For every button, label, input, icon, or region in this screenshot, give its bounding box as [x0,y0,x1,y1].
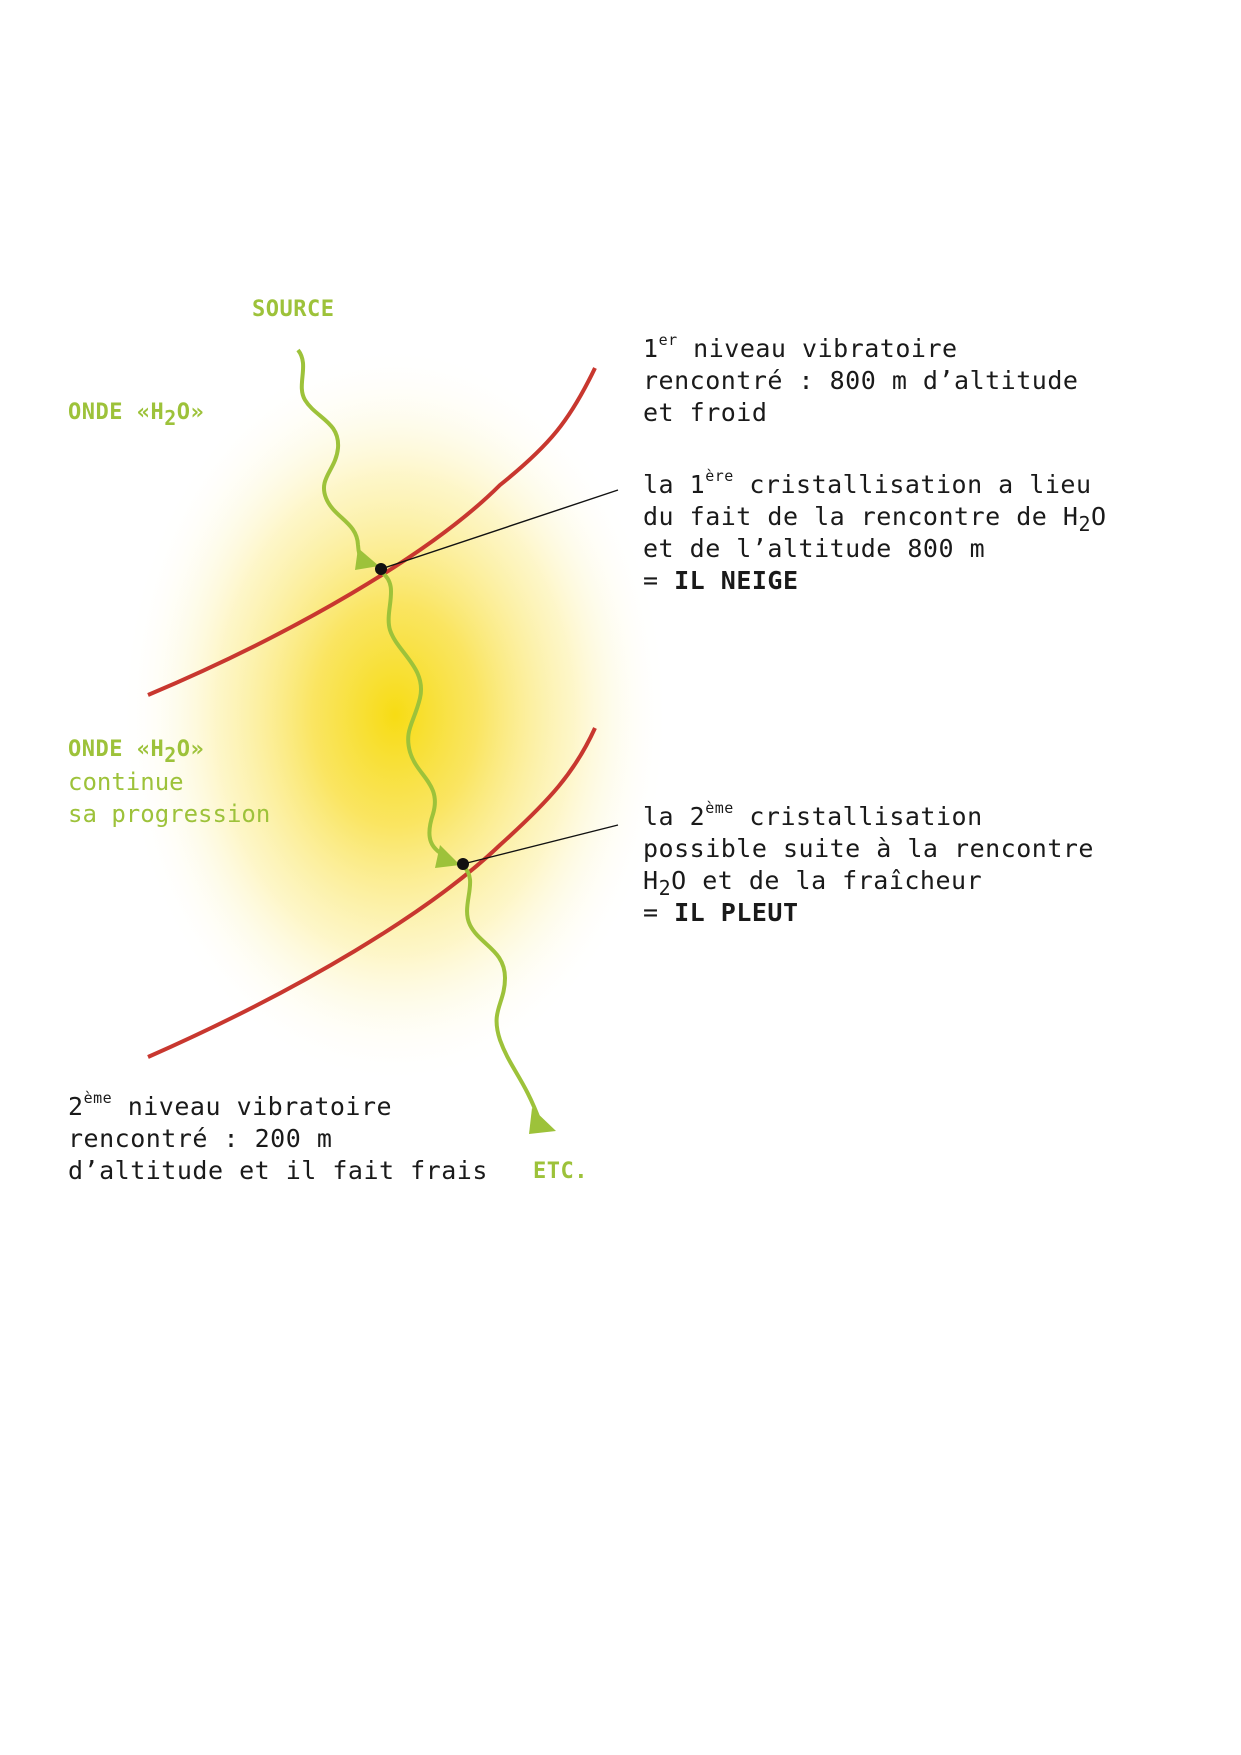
first-level-caption: 1er niveau vibratoire rencontré : 800 m … [643,333,1078,429]
first-level-line2: rencontré : 800 m d’altitude [643,366,1079,395]
second-level-line2: rencontré : 200 m [68,1124,333,1153]
onde-middle-line2: continue [68,768,184,796]
wave-segment-source [296,348,371,566]
line-text: niveau vibratoire [677,334,958,363]
second-crist-line3: H2O et de la fraîcheur [643,865,1094,900]
first-crystallization-caption: la 1ère cristallisation a lieu du fait d… [643,469,1107,597]
ordinal-suffix: er [658,331,678,349]
line-text: O [1090,502,1107,531]
subscript-2: 2 [658,876,672,900]
first-crist-line2: du fait de la rencontre de H2O [643,501,1107,536]
wave-arrowhead-second [435,845,460,868]
source-label: SOURCE [252,297,335,322]
leader-line-second [462,824,619,865]
leader-line-first [380,489,619,570]
line-text: du fait de la rencontre de H [643,502,1079,531]
line-text: la 1 [643,470,706,499]
onde-prefix: ONDE « [68,400,151,425]
onde-middle-line3: sa progression [68,800,271,828]
line-text: cristallisation [733,802,983,831]
onde-prefix: ONDE « [68,737,151,762]
line-text: la 2 [643,802,706,831]
onde-h2o-label-top: ONDE «H2O» [68,400,205,428]
level-number: 2 [68,1092,84,1121]
line-text: H [643,866,659,895]
onde-suffix: O» [176,737,205,762]
il-pleut-result: IL PLEUT [674,898,799,927]
wave-segment-middle [379,570,451,860]
line-text: O et de la fraîcheur [671,866,983,895]
second-level-line1: 2ème niveau vibratoire [68,1091,488,1123]
second-level-line3: d’altitude et il fait frais [68,1156,488,1185]
first-crystallization-point [375,563,387,575]
first-level-line1: 1er niveau vibratoire [643,333,1078,365]
second-crist-line1: la 2ème cristallisation [643,801,1094,833]
onde-suffix: O» [176,400,205,425]
second-crist-line2: possible suite à la rencontre [643,834,1094,863]
equals-sign: = [643,898,675,927]
equals-sign: = [643,566,675,595]
ordinal-suffix: ème [705,799,734,817]
wave-segment-etc [461,864,542,1123]
line-text: niveau vibratoire [112,1092,393,1121]
subscript-2: 2 [1078,512,1091,536]
etc-label: ETC. [533,1159,588,1184]
first-crist-line3: et de l’altitude 800 m [643,534,986,563]
line-text: cristallisation a lieu [733,470,1092,499]
wave-arrowhead-first [355,548,379,570]
subscript-2: 2 [164,743,177,767]
first-vibration-level-curve [147,367,597,697]
second-crystallization-caption: la 2ème cristallisation possible suite à… [643,801,1094,929]
first-crist-line1: la 1ère cristallisation a lieu [643,469,1107,501]
h-letter: H [150,400,165,425]
second-crist-line4: = IL PLEUT [643,897,1094,929]
level-number: 1 [643,334,659,363]
energy-glow [120,345,670,1085]
onde-middle-title: ONDE «H2O» [68,734,270,766]
ordinal-suffix: ère [705,467,734,485]
il-neige-result: IL NEIGE [674,566,799,595]
subscript-2: 2 [164,406,177,430]
onde-h2o-label-middle: ONDE «H2O» continue sa progression [68,734,270,830]
second-vibration-level-curve [147,727,597,1059]
first-crist-line4: = IL NEIGE [643,565,1107,597]
first-level-line3: et froid [643,398,768,427]
ordinal-suffix: ème [83,1089,113,1107]
wave-arrowhead-etc [529,1108,556,1134]
second-level-caption: 2ème niveau vibratoire rencontré : 200 m… [68,1091,488,1187]
h-letter: H [150,737,165,762]
second-crystallization-point [457,858,469,870]
